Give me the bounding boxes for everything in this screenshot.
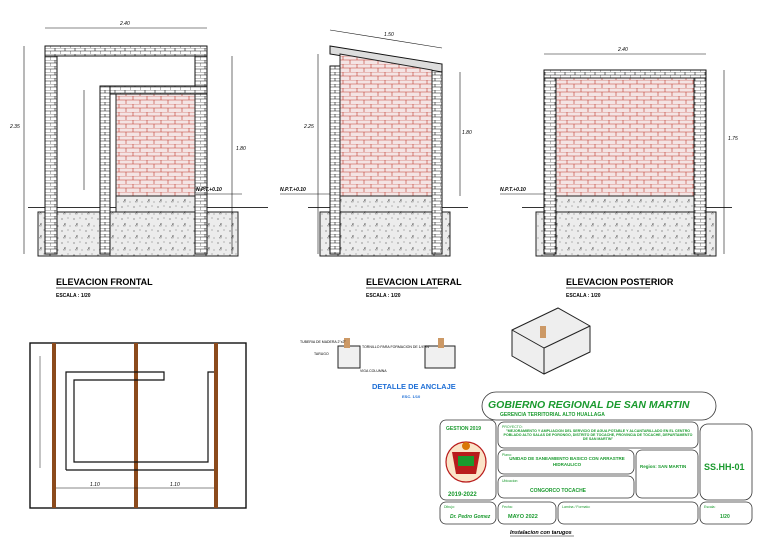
npt-frontal: N.P.T.+0.10 [196,187,222,193]
npt-lateral: N.P.T.+0.10 [280,187,306,193]
footer-note: Instalacion con tarugos [510,530,572,536]
ubicacion-text: CONGORCO TOCACHE [530,488,587,494]
fecha-label: Fecha: [502,505,513,509]
plan-dim-1: 1.10 [90,482,100,488]
dim-height-lateral: 2.25 [303,124,314,130]
brick-wall-frontal [115,93,196,197]
title-org: GOBIERNO REGIONAL DE SAN MARTIN [488,399,690,411]
npt-posterior: N.P.T.+0.10 [500,187,526,193]
dim-height-frontal: 2.35 [9,124,20,130]
dim-inner-frontal: 1.80 [236,146,246,152]
dim-width-posterior: 2.40 [617,47,628,53]
proyecto-text-box: "MEJORAMIENTO Y AMPLIACION DEL SERVICIO … [503,429,693,442]
title-elevacion-posterior: ELEVACION POSTERIOR [566,277,674,287]
dim-width-frontal: 2.40 [119,21,130,27]
escala-text: 1/20 [720,514,730,520]
regional-seal-icon [445,441,487,483]
detalle-label-tuberia: TUBERIA DE MADERA 2"x2" [300,340,346,344]
foundation-frontal [37,211,239,257]
dim-height-posterior: 1.75 [728,136,738,142]
detalle-label-tarugo: TARUGO [314,352,329,356]
plan-dim-2: 1.10 [170,482,180,488]
scale-elevacion-lateral: ESCALA : 1/20 [366,293,401,299]
sheet-code: SS.HH-01 [704,462,745,472]
proyecto-text: "MEJORAMIENTO Y AMPLIACION DEL SERVICIO … [503,429,693,442]
plano-text-box: UNIDAD DE SANEAMIENTO BASICO CON ARRASTR… [509,456,625,467]
logo-years: 2019-2022 [448,492,477,498]
detalle-anclaje: TUBERIA DE MADERA 2"x2" TORNILLO PARA FO… [300,307,591,399]
proyecto-label: PROYECTO: [502,425,523,429]
elevation-lateral: 1.50 2.25 1.80 N.P.T.+0.10 ELEVACION LAT… [280,29,472,299]
dim-inner-lateral: 1.80 [462,130,472,136]
escala-label: Escala: [704,505,716,509]
brick-wall-posterior [555,77,695,197]
detalle-scale: ESC. 1/10 [402,394,421,399]
dim-width-lateral: 1.50 [384,32,394,38]
scale-elevacion-frontal: ESCALA : 1/20 [56,293,91,299]
detalle-title: DETALLE DE ANCLAJE [372,382,456,391]
title-elevacion-frontal: ELEVACION FRONTAL [56,277,153,287]
plan-view: 1.10 1.10 [29,342,247,509]
plano-text: UNIDAD DE SANEAMIENTO BASICO CON ARRASTR… [509,456,625,467]
detalle-label-viga: VIGA COLUMNA [360,369,387,373]
ubicacion-label: Ubicacion: [502,479,518,483]
region-text: Region: SAN MARTIN [640,464,686,469]
elevation-posterior: 2.40 1.75 N.P.T.+0.10 ELEVACION POSTERIO… [500,47,738,299]
title-elevacion-lateral: ELEVACION LATERAL [366,277,462,287]
fecha-text: MAYO 2022 [508,514,538,520]
lamina-label: Lamina / Formato: [562,505,590,509]
elevation-frontal: 2.40 2.35 1.80 N.P.T.+0.10 ELEVACION FRO… [9,21,268,299]
plano-label: Plano: [502,453,512,457]
logo-label: GESTION 2019 [446,426,481,432]
scale-elevacion-posterior: ESCALA : 1/20 [566,293,601,299]
detalle-label-tornillo: TORNILLO PARA FORMACION DE 1/4"X4" [362,345,431,349]
title-sub: GERENCIA TERRITORIAL ALTO HUALLAGA [500,412,605,418]
dibujo-text: Dr. Pedro Gomez [450,514,491,520]
brick-wall-lateral [339,53,433,197]
title-block: GOBIERNO REGIONAL DE SAN MARTIN GERENCIA… [439,391,753,537]
dibujo-label: Dibujo: [444,505,455,509]
